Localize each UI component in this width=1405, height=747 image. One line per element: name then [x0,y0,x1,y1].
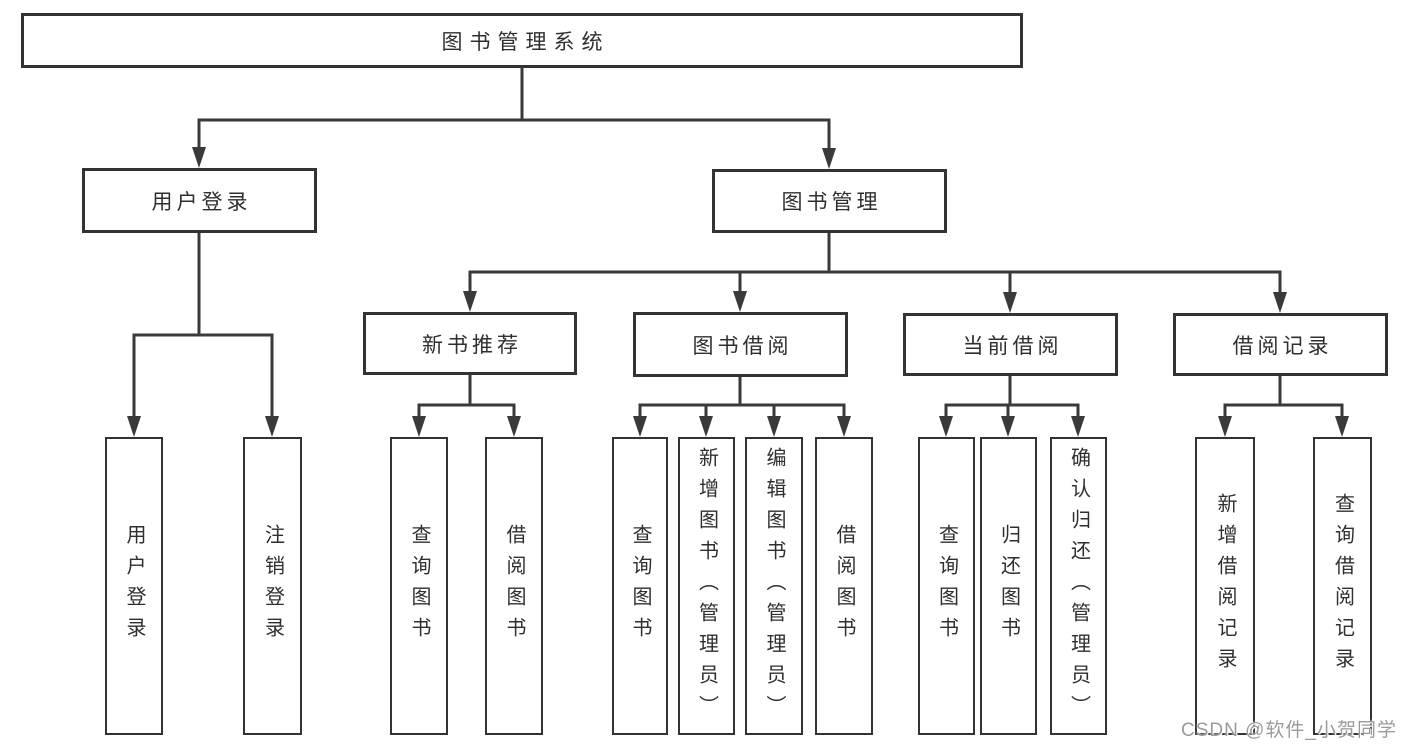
node-borrowing-records: 借阅记录 [1173,313,1388,376]
leaf-label: 借阅图书 [503,524,525,648]
leaf-add-borrow-record: 新增借阅记录 [1195,437,1255,735]
leaf-label: 确认归还（管理员） [1067,446,1090,726]
leaf-label: 新增图书（管理员） [695,446,718,726]
node-label: 图书管理系统 [441,30,610,54]
node-label: 图书借阅 [692,334,793,358]
leaf-add-books-admin: 新增图书（管理员） [678,437,735,735]
leaf-confirm-return-admin: 确认归还（管理员） [1050,437,1107,735]
leaf-query-books-recommend: 查询图书 [390,437,448,735]
node-label: 新书推荐 [422,333,522,357]
node-label: 用户登录 [151,190,252,214]
csdn-watermark: CSDN @软件_小贺同学 [1181,720,1397,741]
leaf-borrow-books: 借阅图书 [815,437,873,735]
leaf-edit-books-admin: 编辑图书（管理员） [745,437,803,735]
leaf-query-books-current: 查询图书 [918,437,975,735]
node-book-management: 图书管理 [712,169,947,233]
leaf-label: 归还图书 [997,524,1020,648]
leaf-label: 用户登录 [123,524,145,648]
leaf-label: 编辑图书（管理员） [763,446,785,726]
leaf-borrow-books-recommend: 借阅图书 [485,437,543,735]
node-label: 图书管理 [781,191,882,214]
leaf-label: 查询图书 [408,524,430,648]
leaf-label: 注销登录 [261,524,284,648]
leaf-logout: 注销登录 [243,437,302,735]
leaf-return-books: 归还图书 [980,437,1037,735]
leaf-label: 借阅图书 [833,524,855,648]
node-library-management-system: 图书管理系统 [21,13,1023,68]
node-new-book-recommend: 新书推荐 [363,312,577,375]
leaf-query-books-borrow: 查询图书 [612,437,668,735]
node-book-borrowing: 图书借阅 [633,312,848,377]
leaf-label: 查询图书 [629,524,651,648]
leaf-label: 查询图书 [935,524,958,648]
leaf-label: 新增借阅记录 [1214,493,1236,679]
node-current-borrowing: 当前借阅 [903,313,1118,376]
node-label: 当前借阅 [962,334,1063,358]
leaf-query-borrow-record: 查询借阅记录 [1313,437,1372,735]
node-label: 借阅记录 [1232,334,1333,358]
leaf-label: 查询借阅记录 [1331,493,1354,679]
arrowheads [127,147,1349,437]
leaf-user-login: 用户登录 [105,437,163,735]
node-user-login: 用户登录 [82,168,317,233]
